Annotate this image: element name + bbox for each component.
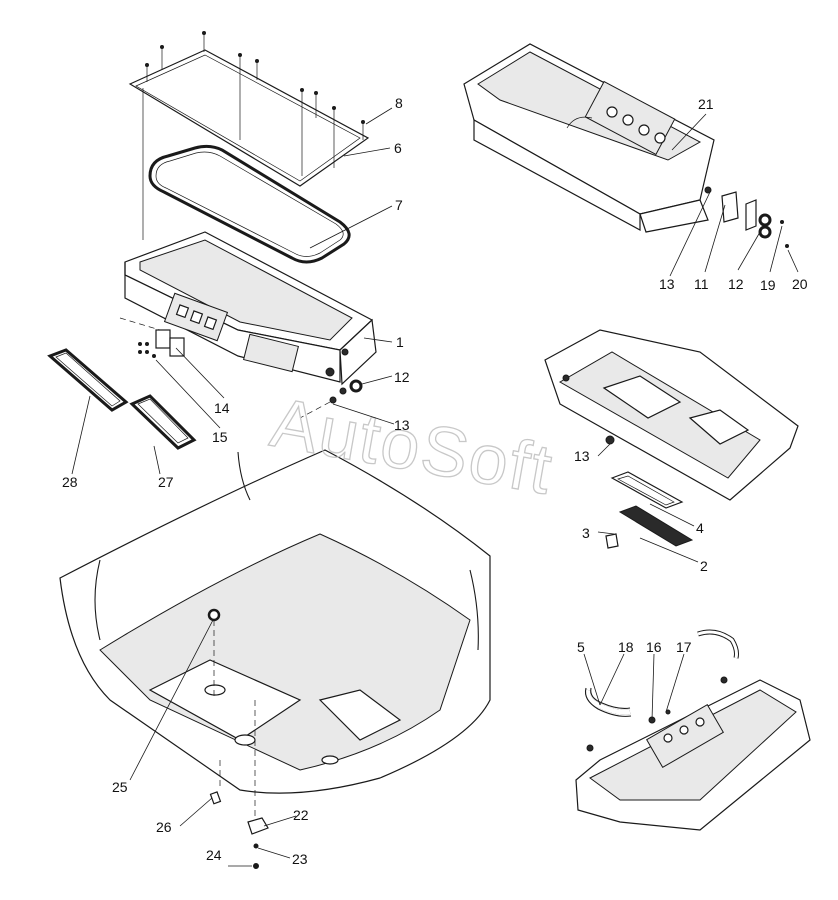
- connectors: [119, 317, 185, 358]
- bracket-assembly: [704, 186, 789, 248]
- callout-21: 21: [698, 96, 714, 112]
- callout-18: 18: [618, 639, 634, 655]
- hose-housing-assembly: [575, 676, 811, 831]
- upper-housing-assembly: [463, 43, 715, 233]
- callout-12b: 12: [728, 276, 744, 292]
- callout-4: 4: [696, 520, 704, 536]
- callout-11: 11: [694, 276, 709, 292]
- callout-25: 25: [112, 779, 128, 795]
- lower-housing: [544, 329, 799, 501]
- callout-8: 8: [395, 95, 403, 111]
- callout-2: 2: [700, 558, 708, 574]
- callout-13a: 13: [659, 276, 675, 292]
- callout-15: 15: [212, 429, 228, 445]
- callout-23: 23: [292, 851, 308, 867]
- callout-6: 6: [394, 140, 402, 156]
- callout-1: 1: [396, 334, 404, 350]
- callout-19: 19: [760, 277, 776, 293]
- cover-screws: [142, 31, 365, 240]
- leader-lines: [71, 107, 799, 867]
- callout-7: 7: [395, 197, 403, 213]
- gasket: [148, 144, 351, 264]
- cover-plate-assembly: [128, 31, 370, 240]
- callout-labels: 1 2 3 4 5 6 7 8 11 12 12 13 13 13 14 15 …: [62, 95, 808, 867]
- callout-13c: 13: [574, 448, 590, 464]
- callout-28: 28: [62, 474, 78, 490]
- latch-parts: [209, 791, 269, 869]
- housing-fasteners: [299, 379, 363, 419]
- callout-17: 17: [676, 639, 692, 655]
- cover-plate: [128, 49, 370, 187]
- callout-13b: 13: [394, 417, 410, 433]
- callout-5: 5: [577, 639, 585, 655]
- filter-frame-27: [129, 394, 197, 450]
- main-housing: [124, 231, 377, 386]
- callout-27: 27: [158, 474, 174, 490]
- callout-24: 24: [206, 847, 222, 863]
- callout-20: 20: [792, 276, 808, 292]
- filter-element: [605, 505, 694, 549]
- callout-12a: 12: [394, 369, 410, 385]
- floor-pan: [59, 449, 491, 820]
- callout-14: 14: [214, 400, 230, 416]
- filter-frame-28: [47, 348, 129, 412]
- filter-tray: [610, 471, 684, 509]
- callout-16: 16: [646, 639, 662, 655]
- callout-22: 22: [293, 807, 309, 823]
- callout-26: 26: [156, 819, 172, 835]
- callout-3: 3: [582, 525, 590, 541]
